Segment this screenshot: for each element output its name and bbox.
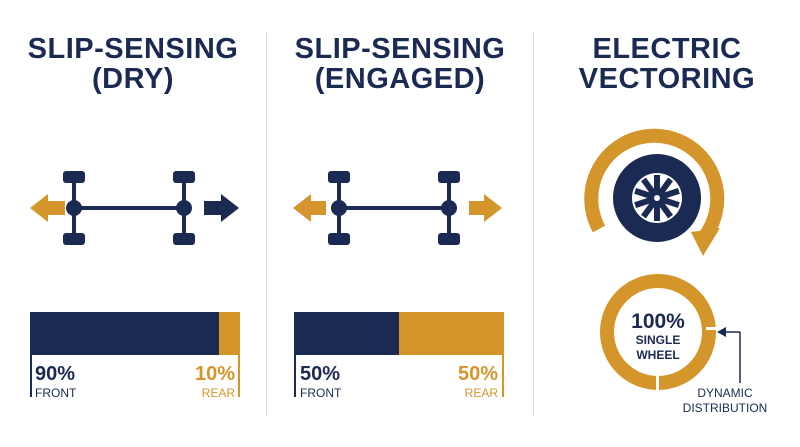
rear-percent: 10% bbox=[194, 363, 235, 385]
front-percent: 90% bbox=[35, 363, 76, 385]
rotation-arrow-icon bbox=[584, 128, 725, 246]
wheel-icon bbox=[613, 154, 701, 242]
front-label: FRONT bbox=[300, 386, 342, 400]
divider-2 bbox=[533, 32, 534, 416]
rear-tick bbox=[238, 355, 240, 397]
panel-title: SLIP-SENSING (DRY) bbox=[27, 33, 239, 95]
divider-1 bbox=[266, 32, 267, 416]
front-segment bbox=[294, 312, 399, 355]
rear-tick bbox=[502, 355, 504, 397]
panel-title: SLIP-SENSING (ENGAGED) bbox=[294, 33, 506, 95]
vectoring-graphic bbox=[584, 128, 741, 392]
rotation-arrowhead bbox=[691, 228, 720, 256]
panel-title: ELECTRIC VECTORING bbox=[578, 33, 756, 95]
torque-bar bbox=[294, 312, 504, 355]
front-tick bbox=[294, 355, 296, 397]
drivetrain-icon bbox=[30, 171, 239, 245]
arrow-left-icon bbox=[30, 194, 65, 222]
arrow-right-icon bbox=[469, 194, 502, 222]
dynamic-distribution-callout: DYNAMIC DISTRIBUTION bbox=[682, 386, 768, 415]
front-label: FRONT bbox=[35, 386, 77, 400]
drivetrain-icon bbox=[293, 171, 502, 245]
front-segment bbox=[30, 312, 219, 355]
single-wheel-label: SINGLE WHEEL bbox=[635, 333, 681, 362]
torque-bar bbox=[30, 312, 240, 355]
front-tick bbox=[30, 355, 32, 397]
rear-segment bbox=[219, 312, 240, 355]
single-wheel-percent: 100% bbox=[631, 310, 685, 333]
front-percent: 50% bbox=[300, 363, 341, 385]
arrow-right-icon bbox=[204, 194, 239, 222]
rear-label: REAR bbox=[201, 386, 235, 400]
arrow-left-icon bbox=[293, 194, 326, 222]
rear-segment bbox=[399, 312, 504, 355]
rear-label: REAR bbox=[464, 386, 498, 400]
rear-percent: 50% bbox=[457, 363, 498, 385]
